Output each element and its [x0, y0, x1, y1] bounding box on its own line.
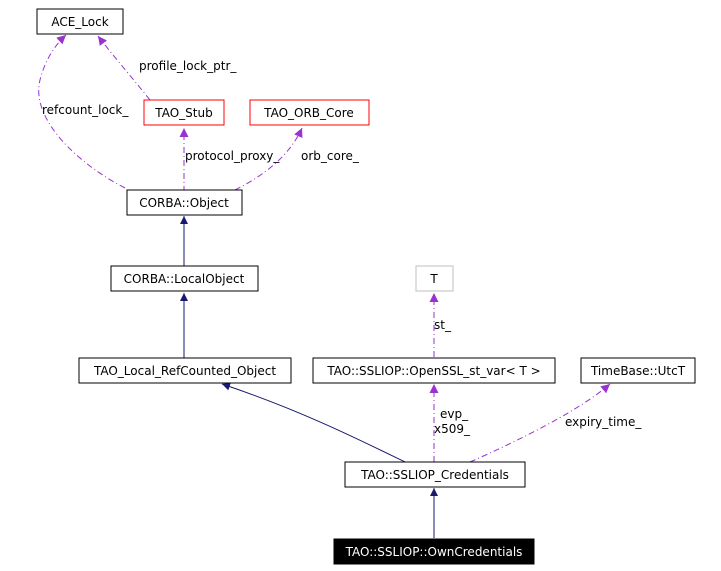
node-tao-stub[interactable]: TAO_Stub [143, 99, 225, 126]
node-corba-object-label: CORBA::Object [139, 196, 229, 210]
label-evp: evp_ [440, 407, 469, 421]
node-template-t-label: T [429, 272, 438, 286]
edge-refcount-lock [38, 34, 126, 189]
edge-expiry-time [469, 383, 611, 463]
label-protocol-proxy: protocol_proxy_ [185, 149, 280, 163]
node-own-credentials-label: TAO::SSLIOP::OwnCredentials [345, 545, 523, 559]
node-own-credentials[interactable]: TAO::SSLIOP::OwnCredentials [333, 538, 535, 565]
node-ssliop-credentials[interactable]: TAO::SSLIOP_Credentials [344, 461, 526, 488]
node-ace-lock-label: ACE_Lock [51, 15, 108, 29]
edge-labels: profile_lock_ptr_ refcount_lock_ protoco… [42, 59, 642, 436]
node-utct-label: TimeBase::UtcT [590, 364, 686, 378]
edges [38, 34, 611, 538]
node-tao-local-refcounted-object[interactable]: TAO_Local_RefCounted_Object [78, 357, 292, 384]
node-tao-stub-label: TAO_Stub [154, 106, 212, 120]
label-expiry-time: expiry_time_ [565, 415, 642, 429]
edge-inherit-credentials-refcounted [221, 382, 406, 463]
node-utct[interactable]: TimeBase::UtcT [580, 357, 696, 384]
node-ace-lock[interactable]: ACE_Lock [36, 8, 124, 35]
edge-orb-core [234, 127, 303, 191]
label-orb-core: orb_core_ [301, 149, 360, 163]
edge-profile-lock-ptr [97, 35, 151, 101]
node-openssl-st-var-label: TAO::SSLIOP::OpenSSL_st_var< T > [326, 364, 540, 378]
node-corba-local-object-label: CORBA::LocalObject [124, 272, 245, 286]
node-tao-orb-core-label: TAO_ORB_Core [263, 106, 354, 120]
label-refcount-lock: refcount_lock_ [42, 103, 129, 117]
label-st: st_ [434, 318, 452, 332]
node-template-t[interactable]: T [415, 265, 454, 292]
node-tao-orb-core[interactable]: TAO_ORB_Core [249, 99, 370, 126]
node-corba-local-object[interactable]: CORBA::LocalObject [110, 265, 259, 292]
label-profile-lock-ptr: profile_lock_ptr_ [139, 59, 237, 73]
label-x509: x509_ [434, 422, 471, 436]
node-openssl-st-var[interactable]: TAO::SSLIOP::OpenSSL_st_var< T > [312, 357, 556, 384]
node-corba-object[interactable]: CORBA::Object [126, 189, 243, 216]
node-ssliop-credentials-label: TAO::SSLIOP_Credentials [360, 468, 509, 482]
node-tao-local-refcounted-object-label: TAO_Local_RefCounted_Object [93, 364, 276, 378]
